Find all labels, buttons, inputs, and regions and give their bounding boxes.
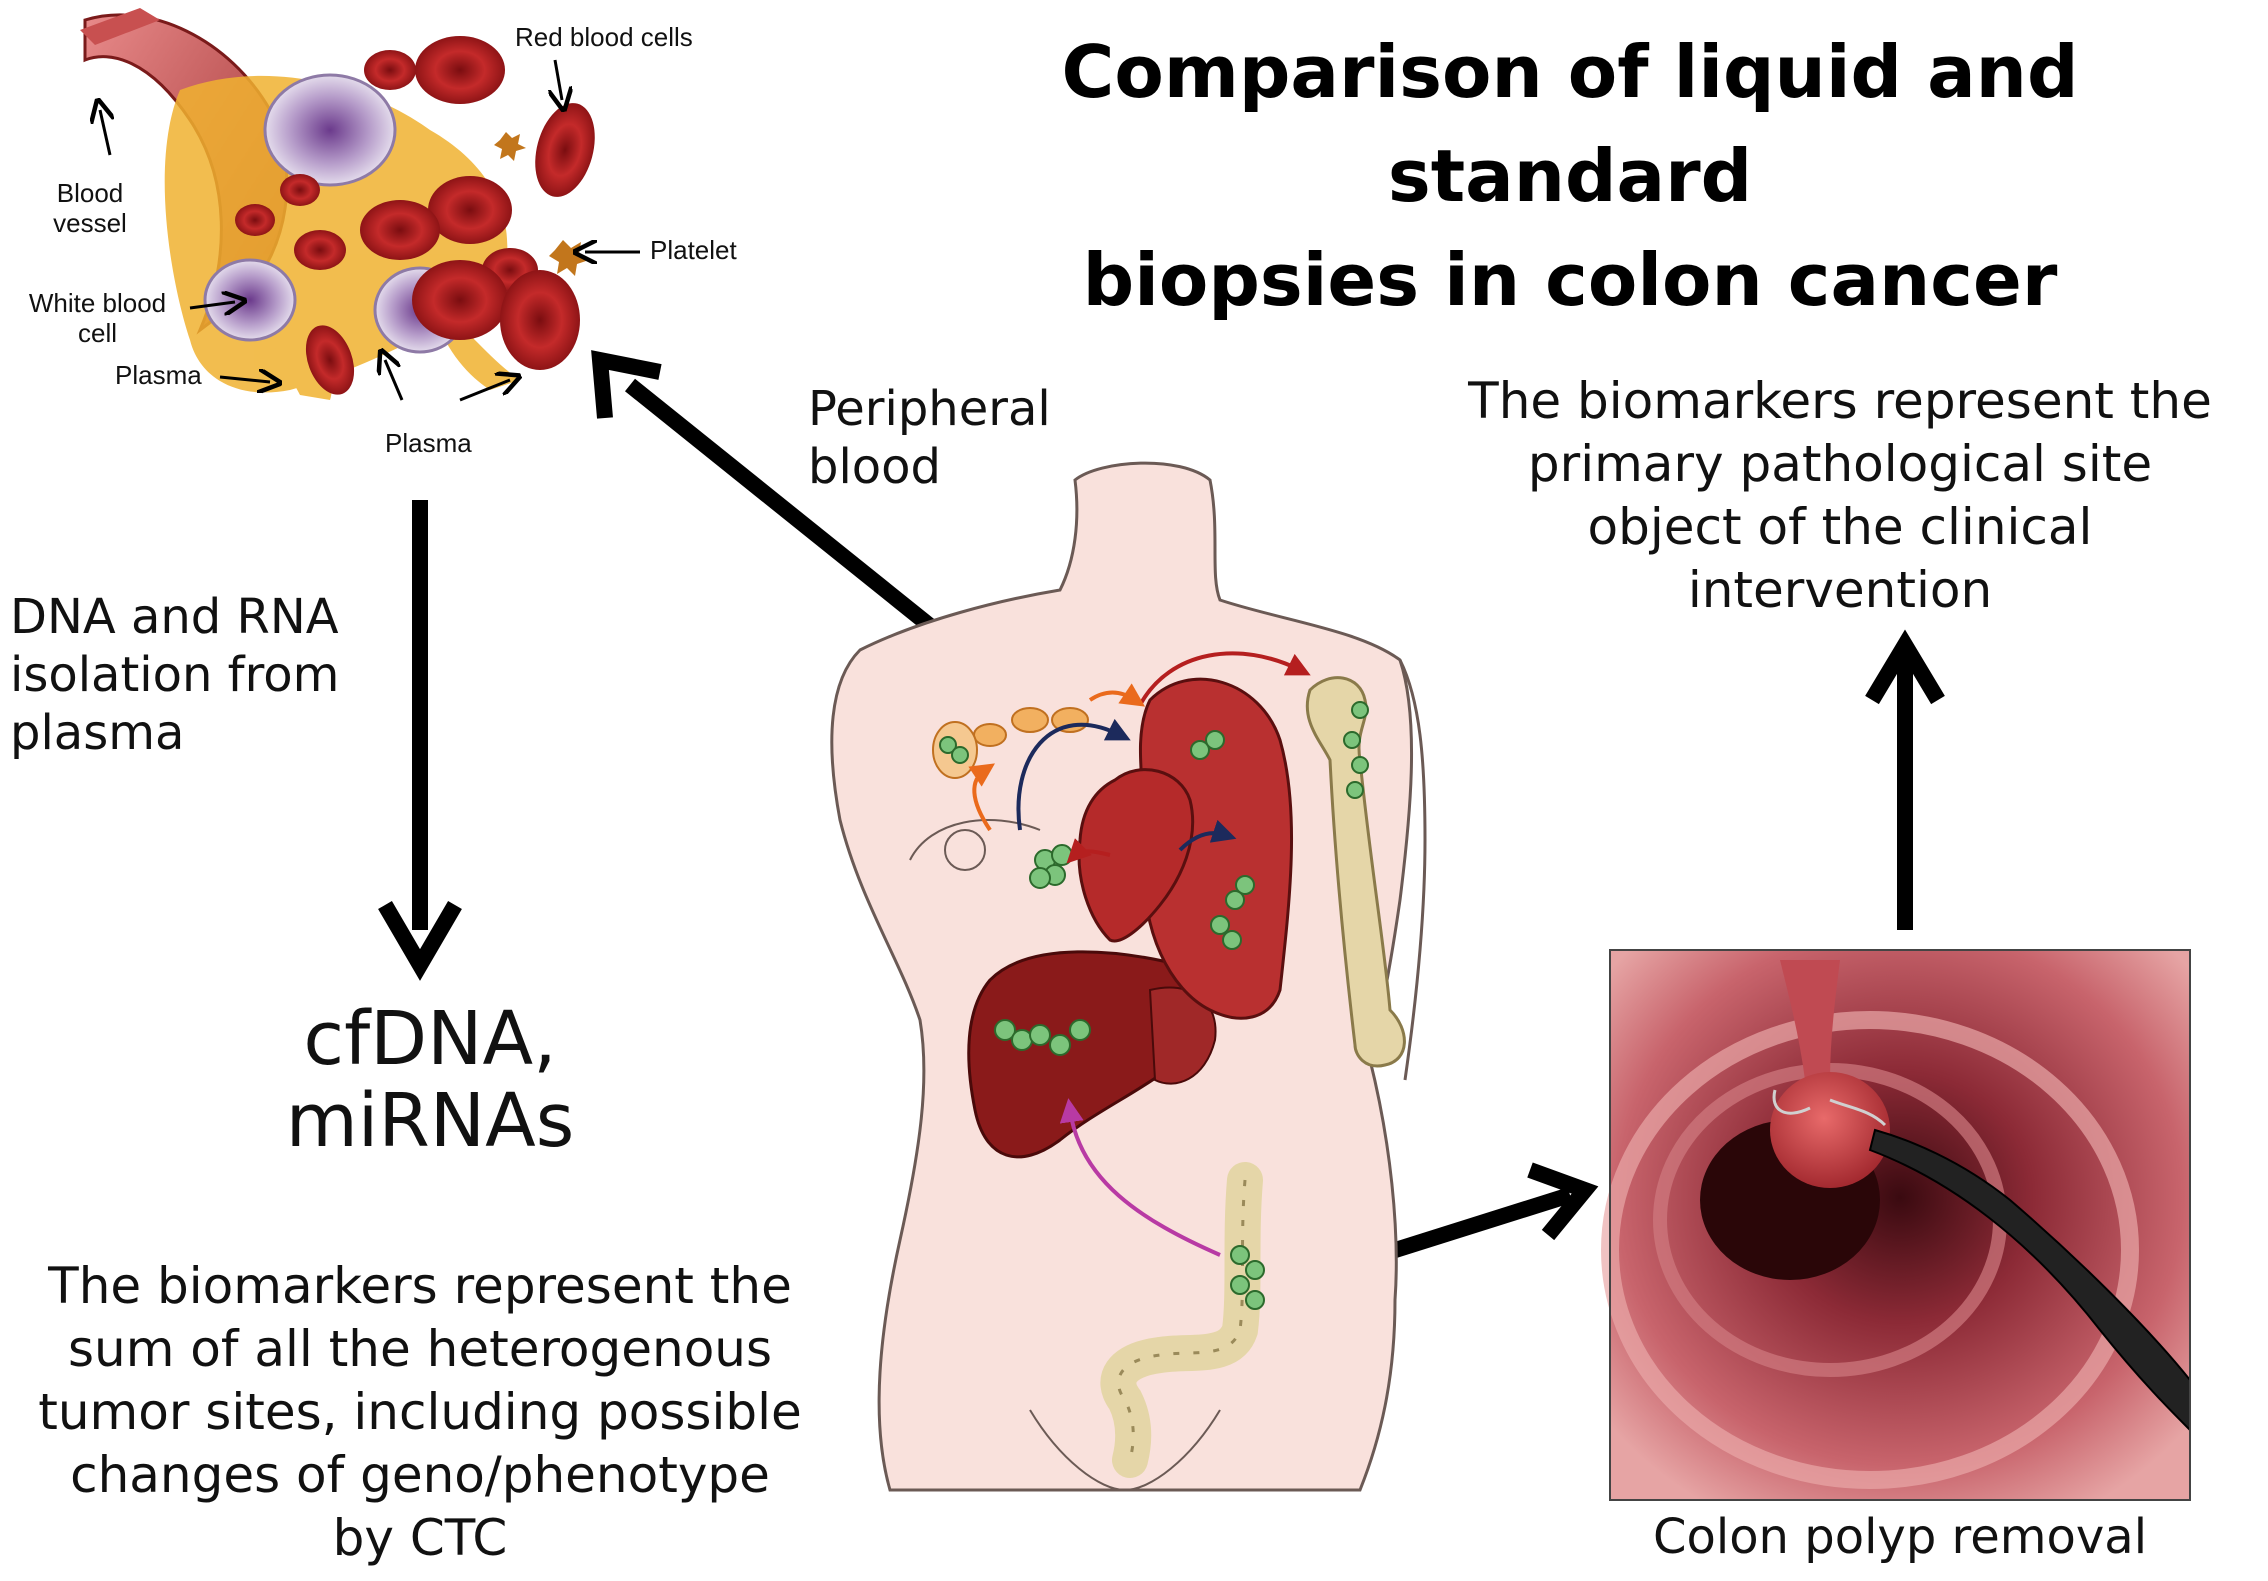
label-plasma-left: Plasma bbox=[115, 360, 202, 390]
liquid-line-3: tumor sites, including possible bbox=[38, 1383, 802, 1441]
title-line-1: Comparison of liquid and standard bbox=[1061, 30, 2079, 218]
liquid-line-4: changes of geno/phenotype bbox=[70, 1446, 770, 1504]
polyp bbox=[1770, 1072, 1890, 1188]
cfdna-line-1: cfDNA, bbox=[303, 996, 557, 1082]
label-white-blood: White blood bbox=[28, 288, 167, 318]
cfdna-line-2: miRNAs bbox=[285, 1078, 575, 1164]
label-blood: Blood bbox=[56, 178, 124, 208]
label-blood-vessel: Blood vessel bbox=[40, 178, 140, 238]
dna-rna-isolation-label: DNA and RNA isolation from plasma bbox=[10, 588, 339, 762]
peripheral-line-2: blood bbox=[808, 439, 942, 495]
label-cell: cell bbox=[77, 318, 117, 348]
arrow-to-peripheral-blood bbox=[624, 378, 966, 657]
standard-line-3: object of the clinical bbox=[1587, 498, 2093, 556]
title-line-2: biopsies in colon cancer bbox=[1082, 238, 2058, 322]
label-red-blood-cells: Red blood cells bbox=[515, 22, 693, 52]
liquid-line-5: by CTC bbox=[332, 1509, 508, 1567]
label-platelet: Platelet bbox=[650, 235, 737, 265]
torso-illustration bbox=[830, 461, 1427, 1492]
liquid-line-1: The biomarkers represent the bbox=[48, 1257, 792, 1315]
liquid-biopsy-statement: The biomarkers represent the sum of all … bbox=[0, 1255, 840, 1570]
blood-label-pointers bbox=[100, 59, 640, 402]
tumor-clusters bbox=[939, 701, 1369, 1310]
label-vessel: vessel bbox=[53, 208, 127, 238]
cfdna-mirnas-label: cfDNA, miRNAs bbox=[230, 998, 630, 1162]
standard-line-1: The biomarkers represent the bbox=[1468, 372, 2212, 430]
standard-line-4: intervention bbox=[1687, 561, 1993, 619]
standard-biopsy-statement: The biomarkers represent the primary pat… bbox=[1430, 370, 2250, 622]
peripheral-line-1: Peripheral bbox=[808, 381, 1051, 437]
white-blood-cell bbox=[263, 73, 397, 187]
peripheral-blood-label: Peripheral blood bbox=[808, 380, 1051, 496]
diagram-title: Comparison of liquid and standard biopsi… bbox=[880, 20, 2260, 332]
dna-line-1: DNA and RNA bbox=[10, 589, 339, 645]
label-plasma-bottom: Plasma bbox=[385, 428, 472, 458]
liquid-line-2: sum of all the heterogenous bbox=[67, 1320, 773, 1378]
label-white-blood-cell: White blood cell bbox=[10, 288, 185, 348]
standard-line-2: primary pathological site bbox=[1527, 435, 2153, 493]
blood-vessel-illustration bbox=[80, 8, 595, 400]
dna-line-2: isolation from bbox=[10, 647, 340, 703]
liver bbox=[967, 950, 1207, 1159]
polyp-caption: Colon polyp removal bbox=[1652, 1509, 2148, 1565]
colon-polyp-image bbox=[1601, 949, 2191, 1501]
dna-line-3: plasma bbox=[10, 705, 185, 761]
red-blood-cells bbox=[235, 36, 595, 395]
